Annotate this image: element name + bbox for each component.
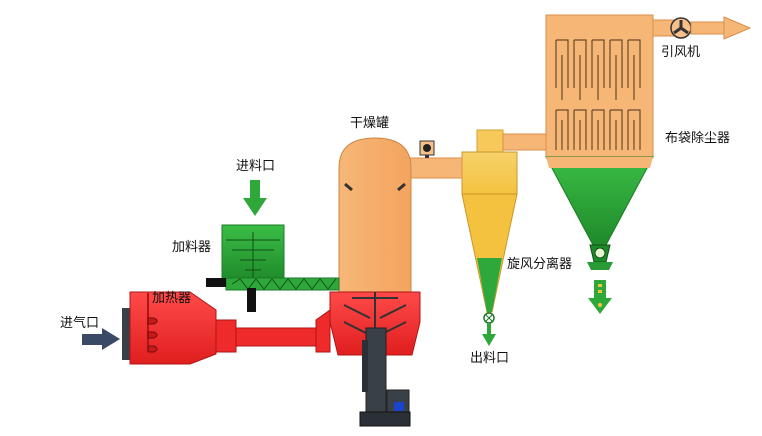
feed-inlet-arrow <box>243 180 267 216</box>
dryer-tank <box>329 137 421 427</box>
filter-bags <box>555 39 641 150</box>
dust-discharge-arrow <box>588 280 612 314</box>
feeder <box>206 180 340 312</box>
dryer-tank-label: 干燥罐 <box>350 116 390 131</box>
cyclone-label: 旋风分离器 <box>507 257 573 272</box>
heater <box>122 291 331 365</box>
feeder-label: 加料器 <box>172 240 212 255</box>
cyclone-to-filter-duct <box>476 129 547 153</box>
air-inlet-label: 进气口 <box>60 316 100 331</box>
bag-filter-label: 布袋除尘器 <box>665 131 731 146</box>
bag-filter <box>545 14 654 314</box>
exhaust-arrow <box>723 16 752 40</box>
cyclone-separator <box>461 151 518 346</box>
air-inlet-arrow <box>82 328 120 350</box>
feed-inlet-label: 进料口 <box>236 159 276 174</box>
induced-fan <box>652 16 752 40</box>
product-outlet-label: 出料口 <box>470 351 510 366</box>
heater-label: 加热器 <box>152 291 192 306</box>
induced-fan-label: 引风机 <box>661 45 701 60</box>
dryer-to-cyclone-duct <box>404 140 463 179</box>
damper-valve-icon <box>419 140 435 158</box>
product-outlet-arrow <box>482 334 496 346</box>
burner-flame-icons <box>147 317 158 353</box>
bag-filter-valve <box>587 244 613 270</box>
